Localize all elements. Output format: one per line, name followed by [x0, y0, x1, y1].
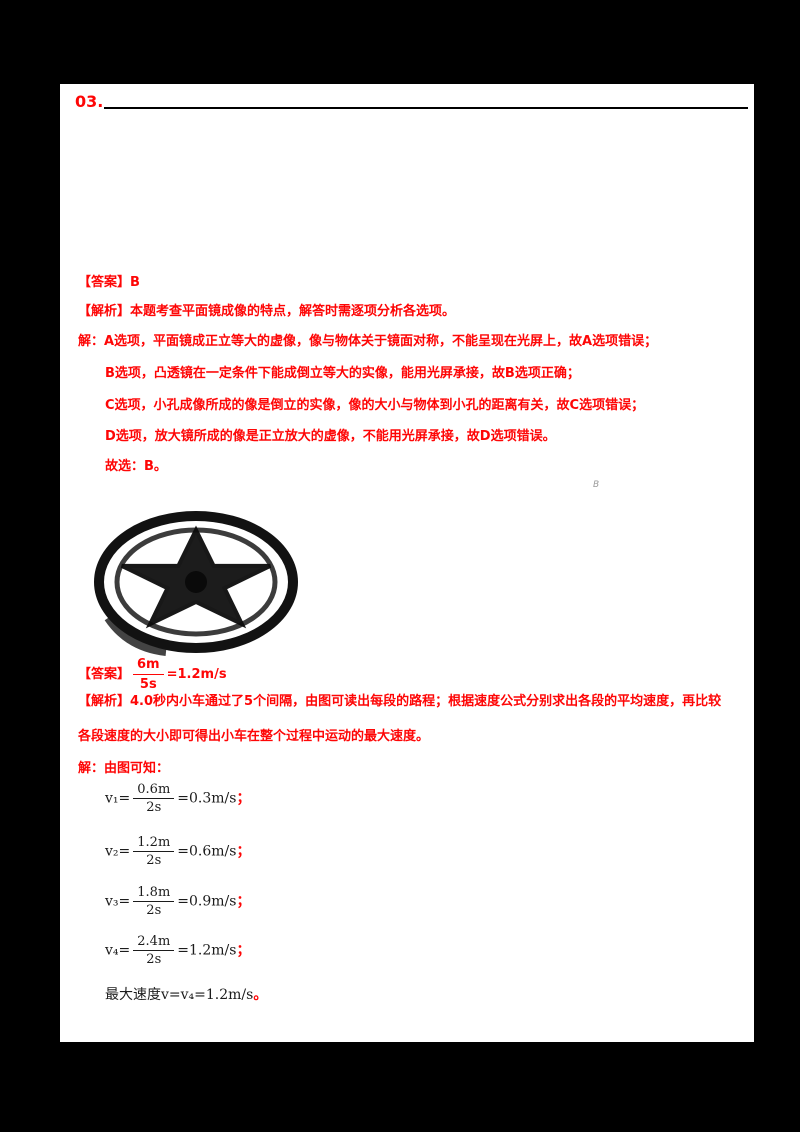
- fraction-numerator: 1.8m: [133, 885, 175, 902]
- formula-lhs: v₂=: [105, 843, 131, 860]
- solution-intro: 解：由图可知：: [78, 761, 170, 776]
- section-number: 03.: [75, 92, 104, 111]
- analysis-line-1: 【解析】本题考查平面镜成像的特点，解答时需逐项分析各选项。: [78, 304, 456, 319]
- fraction-numerator: 2.4m: [133, 934, 175, 951]
- answer-line-1: 【答案】B: [78, 274, 140, 291]
- fraction-denominator: 2s: [146, 903, 162, 918]
- wheel-figure: [88, 508, 300, 660]
- stray-mark: B: [593, 480, 600, 490]
- option-c-explanation: C选项，小孔成像所成的像是倒立的实像，像的大小与物体到小孔的距离有关，故C选项错…: [105, 398, 645, 413]
- title-underline: [104, 107, 748, 109]
- formula-punct: ；: [236, 942, 251, 959]
- answer-label: 【答案】: [78, 275, 131, 290]
- formula-lhs: v₄=: [105, 942, 131, 959]
- final-result-text: 最大速度v=v₄=1.2m/s: [105, 987, 254, 1003]
- formula-lhs: v₃=: [105, 893, 131, 910]
- option-d-explanation: D选项，放大镜所成的像是正立放大的虚像，不能用光屏承接，故D选项错误。: [105, 429, 556, 444]
- formula-result: =0.9m/s: [177, 893, 237, 910]
- analysis2-line-1: 【解析】4.0秒内小车通过了5个间隔，由图可读出每段的路程；根据速度公式分别求出…: [78, 694, 722, 709]
- fraction-numerator: 1.2m: [133, 835, 175, 852]
- answer-result: =1.2m/s: [166, 667, 227, 682]
- fraction-numerator: 0.6m: [133, 782, 175, 799]
- option-a-explanation: 解：A选项，平面镜成正立等大的虚像，像与物体关于镜面对称，不能呈现在光屏上，故A…: [78, 334, 658, 349]
- conclusion-line: 故选：B。: [105, 459, 167, 474]
- formula-punct: ；: [236, 790, 251, 807]
- fraction-denominator: 2s: [146, 800, 162, 815]
- final-punct: 。: [253, 987, 268, 1003]
- formula-punct: ；: [236, 893, 251, 910]
- option-b-explanation: B选项，凸透镜在一定条件下能成倒立等大的实像，能用光屏承接，故B选项正确；: [105, 366, 580, 381]
- fraction-numerator: 6m: [133, 656, 164, 675]
- fraction-denominator: 5s: [139, 677, 157, 692]
- formula-result: =0.3m/s: [177, 790, 237, 807]
- document-page: 03. 【答案】B 【解析】本题考查平面镜成像的特点，解答时需逐项分析各选项。 …: [60, 84, 754, 1042]
- answer-label: 【答案】: [78, 667, 131, 682]
- fraction-denominator: 2s: [146, 853, 162, 868]
- answer-value: B: [130, 275, 140, 290]
- formula-punct: ；: [236, 843, 251, 860]
- analysis2-line-2: 各段速度的大小即可得出小车在整个过程中运动的最大速度。: [78, 729, 430, 744]
- formula-result: =0.6m/s: [177, 843, 237, 860]
- formula-result: =1.2m/s: [177, 942, 237, 959]
- fraction-denominator: 2s: [146, 952, 162, 967]
- wheel-figure-svg: [94, 511, 298, 656]
- final-result-line: 最大速度v=v₄=1.2m/s。: [105, 984, 267, 1004]
- formula-lhs: v₁=: [105, 790, 131, 807]
